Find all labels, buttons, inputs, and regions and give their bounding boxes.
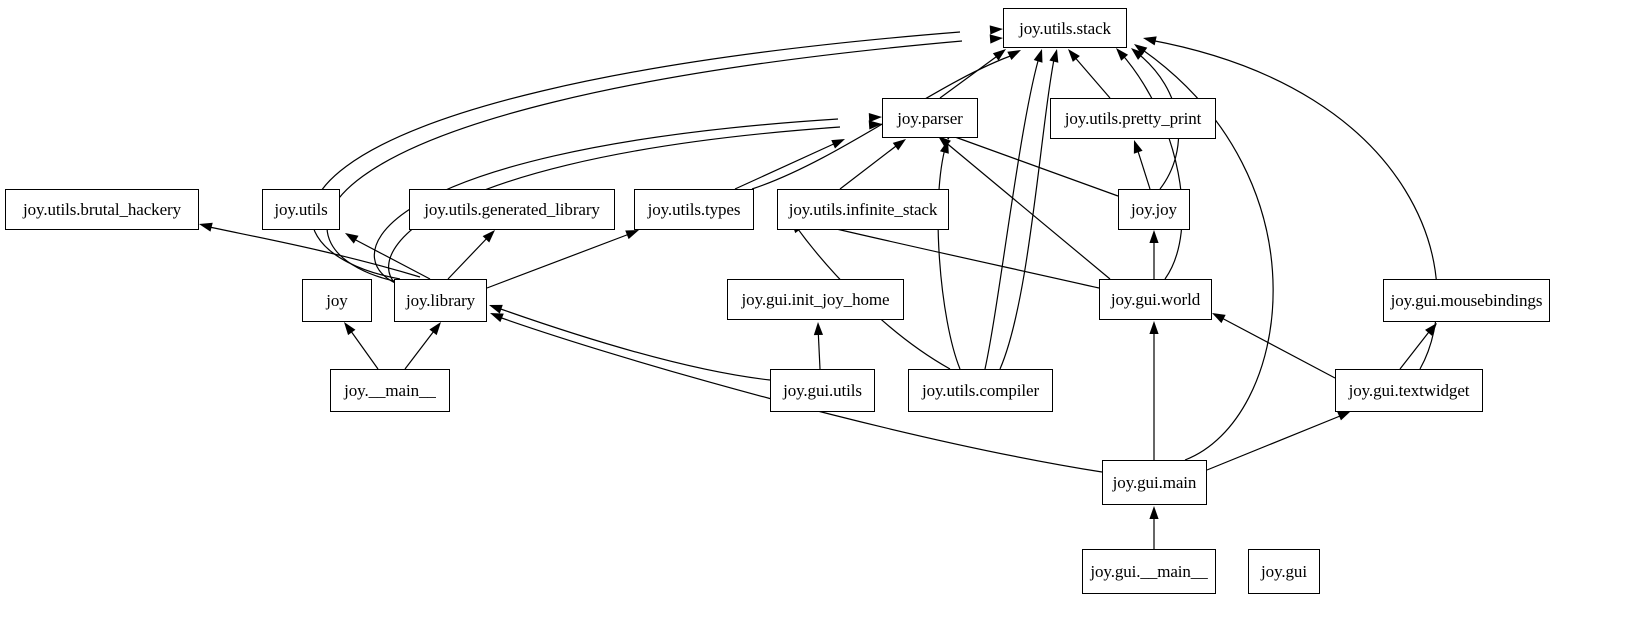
graph-edge-arrowhead xyxy=(490,313,504,323)
graph-node-joy-library[interactable]: joy.library xyxy=(394,279,487,322)
graph-edge-arrowhead xyxy=(199,222,213,232)
graph-edge xyxy=(1217,315,1336,379)
graph-edge xyxy=(939,53,1001,99)
graph-node-label: joy.utils.infinite_stack xyxy=(788,200,938,219)
graph-edge-arrowhead xyxy=(992,49,1006,61)
graph-edge xyxy=(1206,413,1346,471)
graph-edge xyxy=(447,234,491,280)
graph-node-label: joy.utils xyxy=(274,200,328,219)
graph-node-label: joy.utils.pretty_print xyxy=(1064,109,1202,128)
graph-edge-arrowhead xyxy=(1143,36,1157,46)
graph-node-joy-gui-textwidget[interactable]: joy.gui.textwidget xyxy=(1335,369,1483,412)
graph-node-joy-gui-main[interactable]: joy.gui.main xyxy=(1102,460,1207,505)
graph-node-label: joy.gui.textwidget xyxy=(1348,381,1470,400)
graph-node-label: joy.utils.compiler xyxy=(921,381,1040,400)
graph-edge-arrowhead xyxy=(1212,313,1226,324)
graph-edge xyxy=(999,53,1056,370)
graph-node-joy-joy[interactable]: joy.joy xyxy=(1118,189,1190,230)
graph-edge-arrowhead xyxy=(1033,49,1043,63)
graph-edge-arrowhead xyxy=(1134,44,1148,56)
graph-node-label: joy.joy xyxy=(1131,200,1177,219)
graph-edge-arrowhead xyxy=(939,140,949,154)
graph-edge-arrowhead xyxy=(1133,140,1143,154)
graph-node-joy-gui-main[interactable]: joy.gui.__main__ xyxy=(1082,549,1216,594)
graph-node-joy-gui-init-joy-home[interactable]: joy.gui.init_joy_home xyxy=(727,279,904,320)
graph-node-label: joy.gui.world xyxy=(1110,290,1201,309)
graph-edge-arrowhead xyxy=(1149,230,1159,243)
graph-edge-arrowhead xyxy=(868,120,882,130)
graph-node-joy-utils-brutal-hackery[interactable]: joy.utils.brutal_hackery xyxy=(5,189,199,230)
graph-node-label: joy.gui.utils xyxy=(783,381,862,400)
graph-node-label: joy.gui.__main__ xyxy=(1090,562,1208,581)
graph-edge xyxy=(204,225,421,278)
graph-edge-arrowhead xyxy=(1337,411,1351,421)
graph-node-joy-utils-compiler[interactable]: joy.utils.compiler xyxy=(908,369,1053,412)
graph-edge-arrowhead xyxy=(1131,48,1144,60)
graph-edge-arrowhead xyxy=(1049,49,1059,63)
graph-node-joy-gui[interactable]: joy.gui xyxy=(1248,549,1320,594)
graph-edge-arrowhead xyxy=(1068,49,1080,62)
graph-edge-arrowhead xyxy=(1149,506,1159,519)
graph-node-joy-utils-stack[interactable]: joy.utils.stack xyxy=(1003,8,1127,48)
graph-edge-arrowhead xyxy=(813,322,824,336)
graph-edge xyxy=(404,326,438,370)
graph-node-joy-gui-utils[interactable]: joy.gui.utils xyxy=(770,369,875,412)
graph-edge-arrowhead xyxy=(1116,48,1129,61)
graph-edge-arrowhead xyxy=(345,233,359,244)
graph-node-label: joy.gui.mousebindings xyxy=(1390,291,1543,310)
graph-edge-arrowhead xyxy=(892,139,906,151)
graph-edge xyxy=(943,140,1111,280)
graph-edge-arrowhead xyxy=(989,34,1003,44)
graph-node-joy-utils-infinite-stack[interactable]: joy.utils.infinite_stack xyxy=(777,189,949,230)
graph-edge-arrowhead xyxy=(489,304,503,314)
graph-node-label: joy.parser xyxy=(897,108,963,128)
graph-edge xyxy=(1399,327,1433,370)
graph-edge xyxy=(984,53,1041,370)
graph-node-label: joy.__main__ xyxy=(344,381,436,400)
graph-edge-arrowhead xyxy=(429,322,441,336)
graph-edge-arrowhead xyxy=(482,230,495,243)
graph-edge-arrowhead xyxy=(1149,321,1159,334)
graph-edge-arrowhead xyxy=(868,113,882,123)
graph-node-joy-utils-types[interactable]: joy.utils.types xyxy=(634,189,754,230)
graph-edge-arrowhead xyxy=(1425,323,1437,336)
graph-edge xyxy=(937,144,961,370)
graph-edge-arrowhead xyxy=(625,230,639,240)
graph-edge-arrowhead xyxy=(1007,50,1021,60)
graph-node-label: joy.utils.generated_library xyxy=(424,200,600,219)
graph-node-joy-utils-generated-library[interactable]: joy.utils.generated_library xyxy=(409,189,615,230)
graph-edge xyxy=(326,40,963,284)
graph-node-label: joy xyxy=(326,291,348,310)
graph-edge xyxy=(1119,51,1183,280)
graph-edge xyxy=(839,142,901,190)
graph-edge-arrowhead xyxy=(831,139,845,149)
graph-edge xyxy=(943,132,1119,197)
graph-node-label: joy.gui.main xyxy=(1112,473,1197,492)
graph-node-label: joy.gui.init_joy_home xyxy=(741,290,890,309)
graph-edge xyxy=(734,141,839,190)
graph-node-joy-gui-world[interactable]: joy.gui.world xyxy=(1099,279,1212,320)
graph-node-label: joy.utils.stack xyxy=(1019,18,1111,38)
graph-edge xyxy=(1135,144,1151,190)
graph-edge xyxy=(351,237,431,280)
graph-node-joy-gui-mousebindings[interactable]: joy.gui.mousebindings xyxy=(1383,279,1550,322)
graph-edge xyxy=(347,326,379,370)
graph-edge-arrowhead xyxy=(344,322,356,336)
graph-node-label: joy.gui xyxy=(1261,562,1307,581)
graph-edge xyxy=(486,232,633,289)
graph-edge xyxy=(311,31,961,280)
graph-edge xyxy=(1071,53,1111,99)
graph-node-joy-parser[interactable]: joy.parser xyxy=(882,98,978,138)
graph-node-joy-main[interactable]: joy.__main__ xyxy=(330,369,450,412)
graph-node-label: joy.library xyxy=(405,291,476,310)
graph-node-joy-utils[interactable]: joy.utils xyxy=(262,189,340,230)
graph-node-joy[interactable]: joy xyxy=(302,279,372,322)
graph-node-label: joy.utils.brutal_hackery xyxy=(23,200,181,219)
graph-node-label: joy.utils.types xyxy=(647,200,741,219)
graph-edge xyxy=(817,326,821,370)
graph-edge-arrowhead xyxy=(989,25,1003,35)
graph-node-joy-utils-pretty-print[interactable]: joy.utils.pretty_print xyxy=(1050,98,1216,139)
